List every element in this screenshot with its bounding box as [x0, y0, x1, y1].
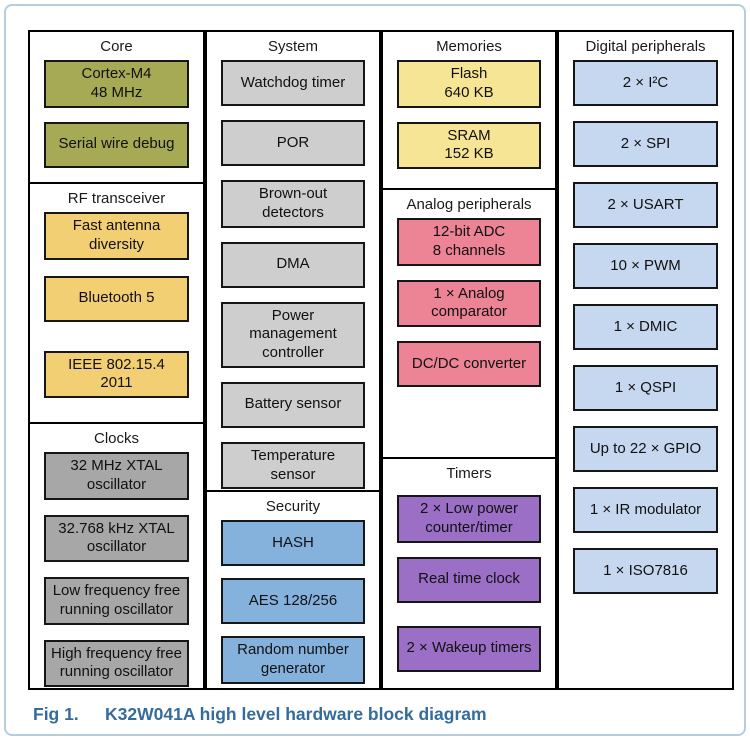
section-title-memories: Memories — [436, 38, 502, 55]
figure-caption: Fig 1. K32W041A high level hardware bloc… — [33, 704, 487, 725]
block-sram-152-kb: SRAM 152 KB — [397, 121, 541, 169]
section-title-system: System — [267, 38, 318, 55]
section-title-clocks: Clocks — [93, 430, 139, 447]
blocks-clocks: 32 MHz XTAL oscillator 32.768 kHz XTAL os… — [30, 452, 203, 687]
block-dma: DMA — [221, 241, 365, 288]
block-2-spi: 2 × SPI — [573, 121, 718, 167]
block-hash: HASH — [221, 520, 365, 566]
block-bluetooth-5: Bluetooth 5 — [44, 275, 189, 322]
block-1-iso7816: 1 × ISO7816 — [573, 548, 718, 594]
block-watchdog-timer: Watchdog timer — [221, 60, 365, 106]
block-flash-640-kb: Flash 640 KB — [397, 60, 541, 108]
block-battery-sensor: Battery sensor — [221, 381, 365, 428]
block-serial-wire-debug: Serial wire debug — [44, 121, 189, 168]
blocks-memories: Flash 640 KB SRAM 152 KB — [383, 60, 555, 169]
block-1-qspi: 1 × QSPI — [573, 365, 718, 411]
block-1-dmic: 1 × DMIC — [573, 304, 718, 350]
block-random-number-generator: Random number generator — [221, 636, 365, 684]
block-brown-out-detectors: Brown-out detectors — [221, 180, 365, 228]
section-title-timers: Timers — [446, 465, 492, 482]
section-title-digital-peripherals: Digital peripherals — [585, 38, 706, 55]
block-2-usart: 2 × USART — [573, 182, 718, 228]
block-high-frequency-free-running-oscillator: High frequency free running oscillator — [44, 639, 189, 687]
section-title-rf-transceiver: RF transceiver — [67, 190, 166, 207]
block-12-bit-adc-8-channels: 12-bit ADC 8 channels — [397, 218, 541, 266]
block-2-low-power-counter-timer: 2 × Low power counter/timer — [397, 495, 541, 543]
block-32-768-khz-xtal-oscillator: 32.768 kHz XTAL oscillator — [44, 514, 189, 562]
block-power-management-controller: Power management controller — [221, 301, 365, 368]
block-cortex-m4-48-mhz: Cortex-M4 48 MHz — [44, 60, 189, 108]
block-real-time-clock: Real time clock — [397, 556, 541, 603]
block-temperature-sensor: Temperature sensor — [221, 441, 365, 490]
section-title-core: Core — [100, 38, 133, 55]
block-up-to-22-gpio: Up to 22 × GPIO — [573, 426, 718, 472]
block-10-pwm: 10 × PWM — [573, 243, 718, 289]
section-title-security: Security — [265, 498, 321, 515]
block-2-i-c: 2 × I²C — [573, 60, 718, 106]
section-title-analog-peripherals: Analog peripherals — [406, 196, 532, 213]
block-aes-128-256: AES 128/256 — [221, 578, 365, 624]
block-fast-antenna-diversity: Fast antenna diversity — [44, 212, 189, 260]
block-ieee-802-15-4-2011: IEEE 802.15.4 2011 — [44, 350, 189, 398]
block-1-analog-comparator: 1 × Analog comparator — [397, 279, 541, 327]
block-32-mhz-xtal-oscillator: 32 MHz XTAL oscillator — [44, 452, 189, 500]
blocks-analog-peripherals: 12-bit ADC 8 channels 1 × Analog comparat… — [383, 218, 555, 387]
section-clocks: Clocks 32 MHz XTAL oscillator 32.768 kHz X… — [30, 422, 203, 688]
block-2-wakeup-timers: 2 × Wakeup timers — [397, 625, 541, 672]
column-3: Digital peripherals 2 × I²C 2 × SPI 2 × USA… — [557, 30, 734, 690]
block-por: POR — [221, 120, 365, 166]
blocks-digital-peripherals: 2 × I²C 2 × SPI 2 × USART 10 × PWM 1 × DMIC 1… — [559, 60, 732, 594]
section-digital-peripherals: Digital peripherals 2 × I²C 2 × SPI 2 × USA… — [559, 32, 732, 688]
figure-caption-text: K32W041A high level hardware block diagr… — [105, 704, 487, 724]
block-dc-dc-converter: DC/DC converter — [397, 341, 541, 387]
block-1-ir-modulator: 1 × IR modulator — [573, 487, 718, 533]
block-low-frequency-free-running-oscillator: Low frequency free running oscillator — [44, 577, 189, 625]
figure-caption-label: Fig 1. — [33, 704, 79, 724]
